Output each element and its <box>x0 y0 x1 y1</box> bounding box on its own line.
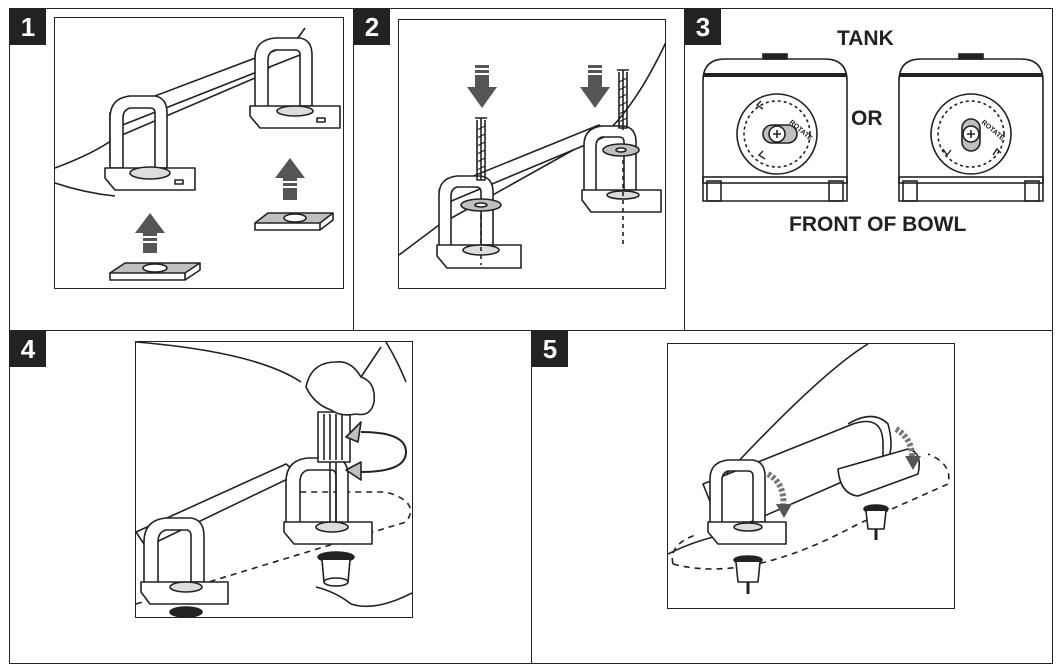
hinge-bracket-drawing <box>55 27 341 281</box>
step-5-panel: 5 <box>531 330 1053 664</box>
bolt-threads <box>476 77 628 171</box>
step-4-panel: 4 <box>9 330 532 664</box>
rotate-arrow-icon <box>942 148 952 157</box>
rotate-arrow-icon <box>757 150 766 160</box>
bolt-insertion-drawing <box>399 42 665 269</box>
step-4-badge: 4 <box>10 331 46 367</box>
down-arrow-icon <box>467 65 497 108</box>
hinge-housing-right <box>898 53 1044 202</box>
rotation-options-drawing: ROTATE ROTATE <box>702 53 1044 202</box>
tank-label: TANK <box>837 27 894 50</box>
step-3-badge: 3 <box>685 9 721 45</box>
tighten-bolt-drawing <box>136 342 412 617</box>
step-5-illustration <box>667 343 955 609</box>
step-2-illustration <box>398 19 666 289</box>
up-arrow-icon <box>275 158 305 200</box>
rotate-arrow-icon <box>755 100 764 110</box>
rotate-arrow-icon <box>992 147 1002 156</box>
step-5-badge: 5 <box>532 331 568 367</box>
installed-hinge-drawing <box>668 344 950 594</box>
rotate-down-arrow-icon <box>766 471 792 518</box>
down-arrow-icon <box>580 65 610 108</box>
step-4-illustration <box>135 341 413 618</box>
or-label: OR <box>851 107 883 130</box>
hinge-housing-left <box>702 53 848 202</box>
rotate-down-arrow-icon <box>894 426 921 470</box>
step-1-illustration <box>54 17 344 289</box>
step-2-badge: 2 <box>354 9 390 45</box>
step-1-badge: 1 <box>10 9 46 45</box>
step-1-panel: 1 <box>9 8 354 331</box>
step-2-panel: 2 <box>353 8 685 331</box>
up-arrow-icon <box>135 213 165 253</box>
step-3-panel: 3 TANK OR FRONT OF BOWL ROTATE <box>684 8 1053 331</box>
front-of-bowl-label: FRONT OF BOWL <box>789 213 967 236</box>
